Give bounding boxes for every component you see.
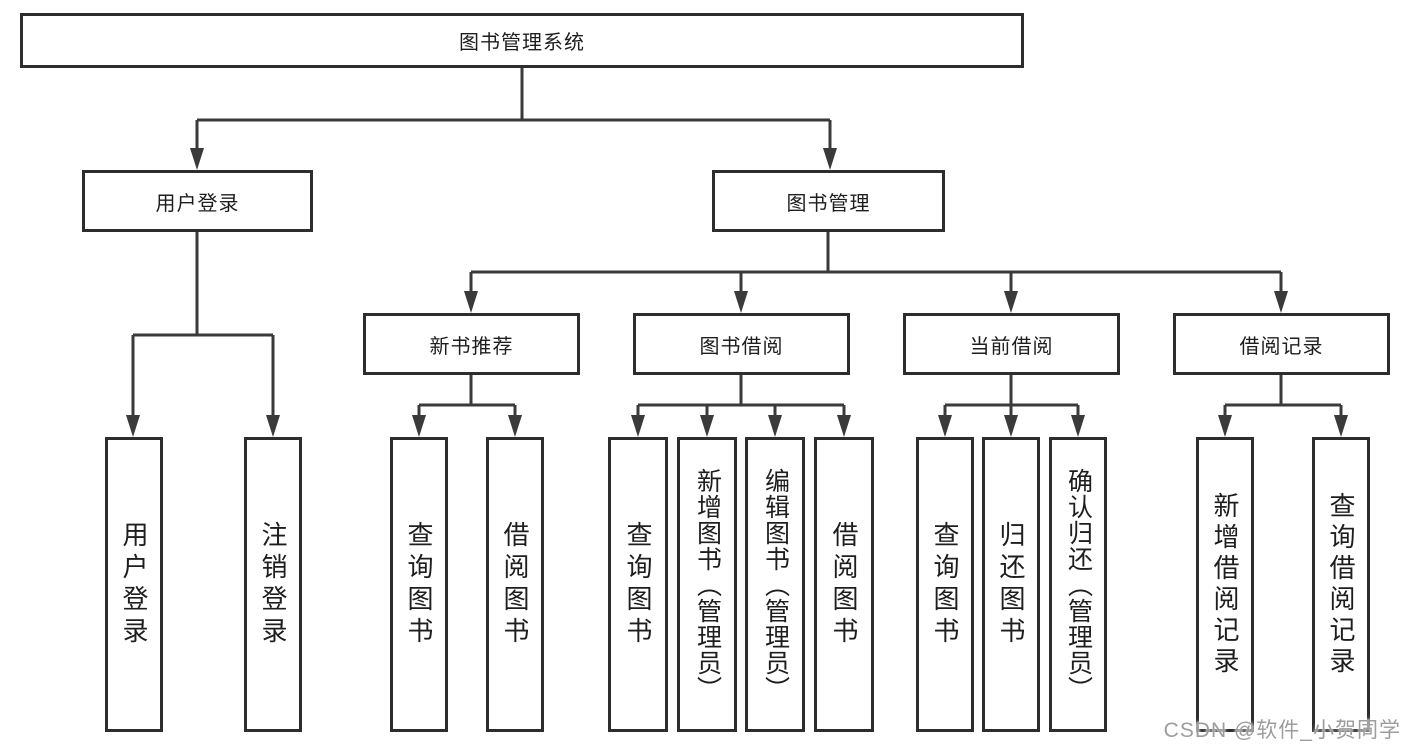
node-label: 图书管理系统 [459, 32, 585, 54]
node-library-system: 图书管理系统 [20, 13, 1024, 68]
node-label: 新增借阅记录 [1210, 491, 1240, 678]
node-label: 归还图书 [996, 520, 1026, 649]
node-new-book-recommendation: 新书推荐 [363, 313, 580, 375]
leaf-borrow-books-recommend: 借阅图书 [486, 437, 544, 732]
leaf-borrow-books-borrowing: 借阅图书 [814, 437, 874, 732]
leaf-user-login: 用户登录 [105, 437, 163, 732]
leaf-add-book-admin: 新增图书（管理员） [677, 437, 737, 732]
leaf-return-books: 归还图书 [982, 437, 1040, 732]
csdn-watermark: CSDN @软件_小贺同学 [1163, 719, 1401, 742]
node-user-login: 用户登录 [82, 170, 313, 232]
node-label: 新增图书（管理员） [693, 467, 722, 702]
node-label: 注销登录 [258, 520, 288, 649]
node-label: 编辑图书（管理员） [761, 467, 790, 702]
leaf-logout: 注销登录 [244, 437, 302, 732]
node-label: 新书推荐 [429, 335, 514, 358]
node-label: 借阅图书 [500, 520, 530, 649]
node-label: 查询图书 [623, 520, 653, 649]
node-current-borrowing: 当前借阅 [903, 313, 1120, 375]
leaf-query-books-current: 查询图书 [916, 437, 974, 732]
node-label: 当前借阅 [969, 335, 1054, 358]
node-label: 确认归还（管理员） [1064, 467, 1093, 702]
node-book-management: 图书管理 [712, 170, 945, 232]
node-label: 查询图书 [404, 520, 434, 649]
leaf-query-borrow-record: 查询借阅记录 [1312, 437, 1370, 732]
leaf-confirm-return-admin: 确认归还（管理员） [1049, 437, 1107, 732]
node-label: 借阅记录 [1239, 335, 1324, 358]
leaf-edit-book-admin: 编辑图书（管理员） [745, 437, 805, 732]
leaf-add-borrow-record: 新增借阅记录 [1196, 437, 1254, 732]
node-label: 用户登录 [155, 192, 240, 215]
leaf-query-books-recommend: 查询图书 [390, 437, 448, 732]
node-label: 借阅图书 [829, 520, 859, 649]
node-label: 用户登录 [119, 520, 149, 649]
node-label: 查询借阅记录 [1326, 491, 1356, 678]
arrowheads [126, 148, 1348, 437]
connector-lines [131, 68, 1343, 422]
node-label: 图书借阅 [699, 335, 784, 358]
node-label: 图书管理 [786, 192, 871, 215]
node-label: 查询图书 [930, 520, 960, 649]
node-book-borrowing: 图书借阅 [633, 313, 850, 375]
leaf-query-books-borrowing: 查询图书 [608, 437, 668, 732]
node-borrowing-records: 借阅记录 [1173, 313, 1390, 375]
